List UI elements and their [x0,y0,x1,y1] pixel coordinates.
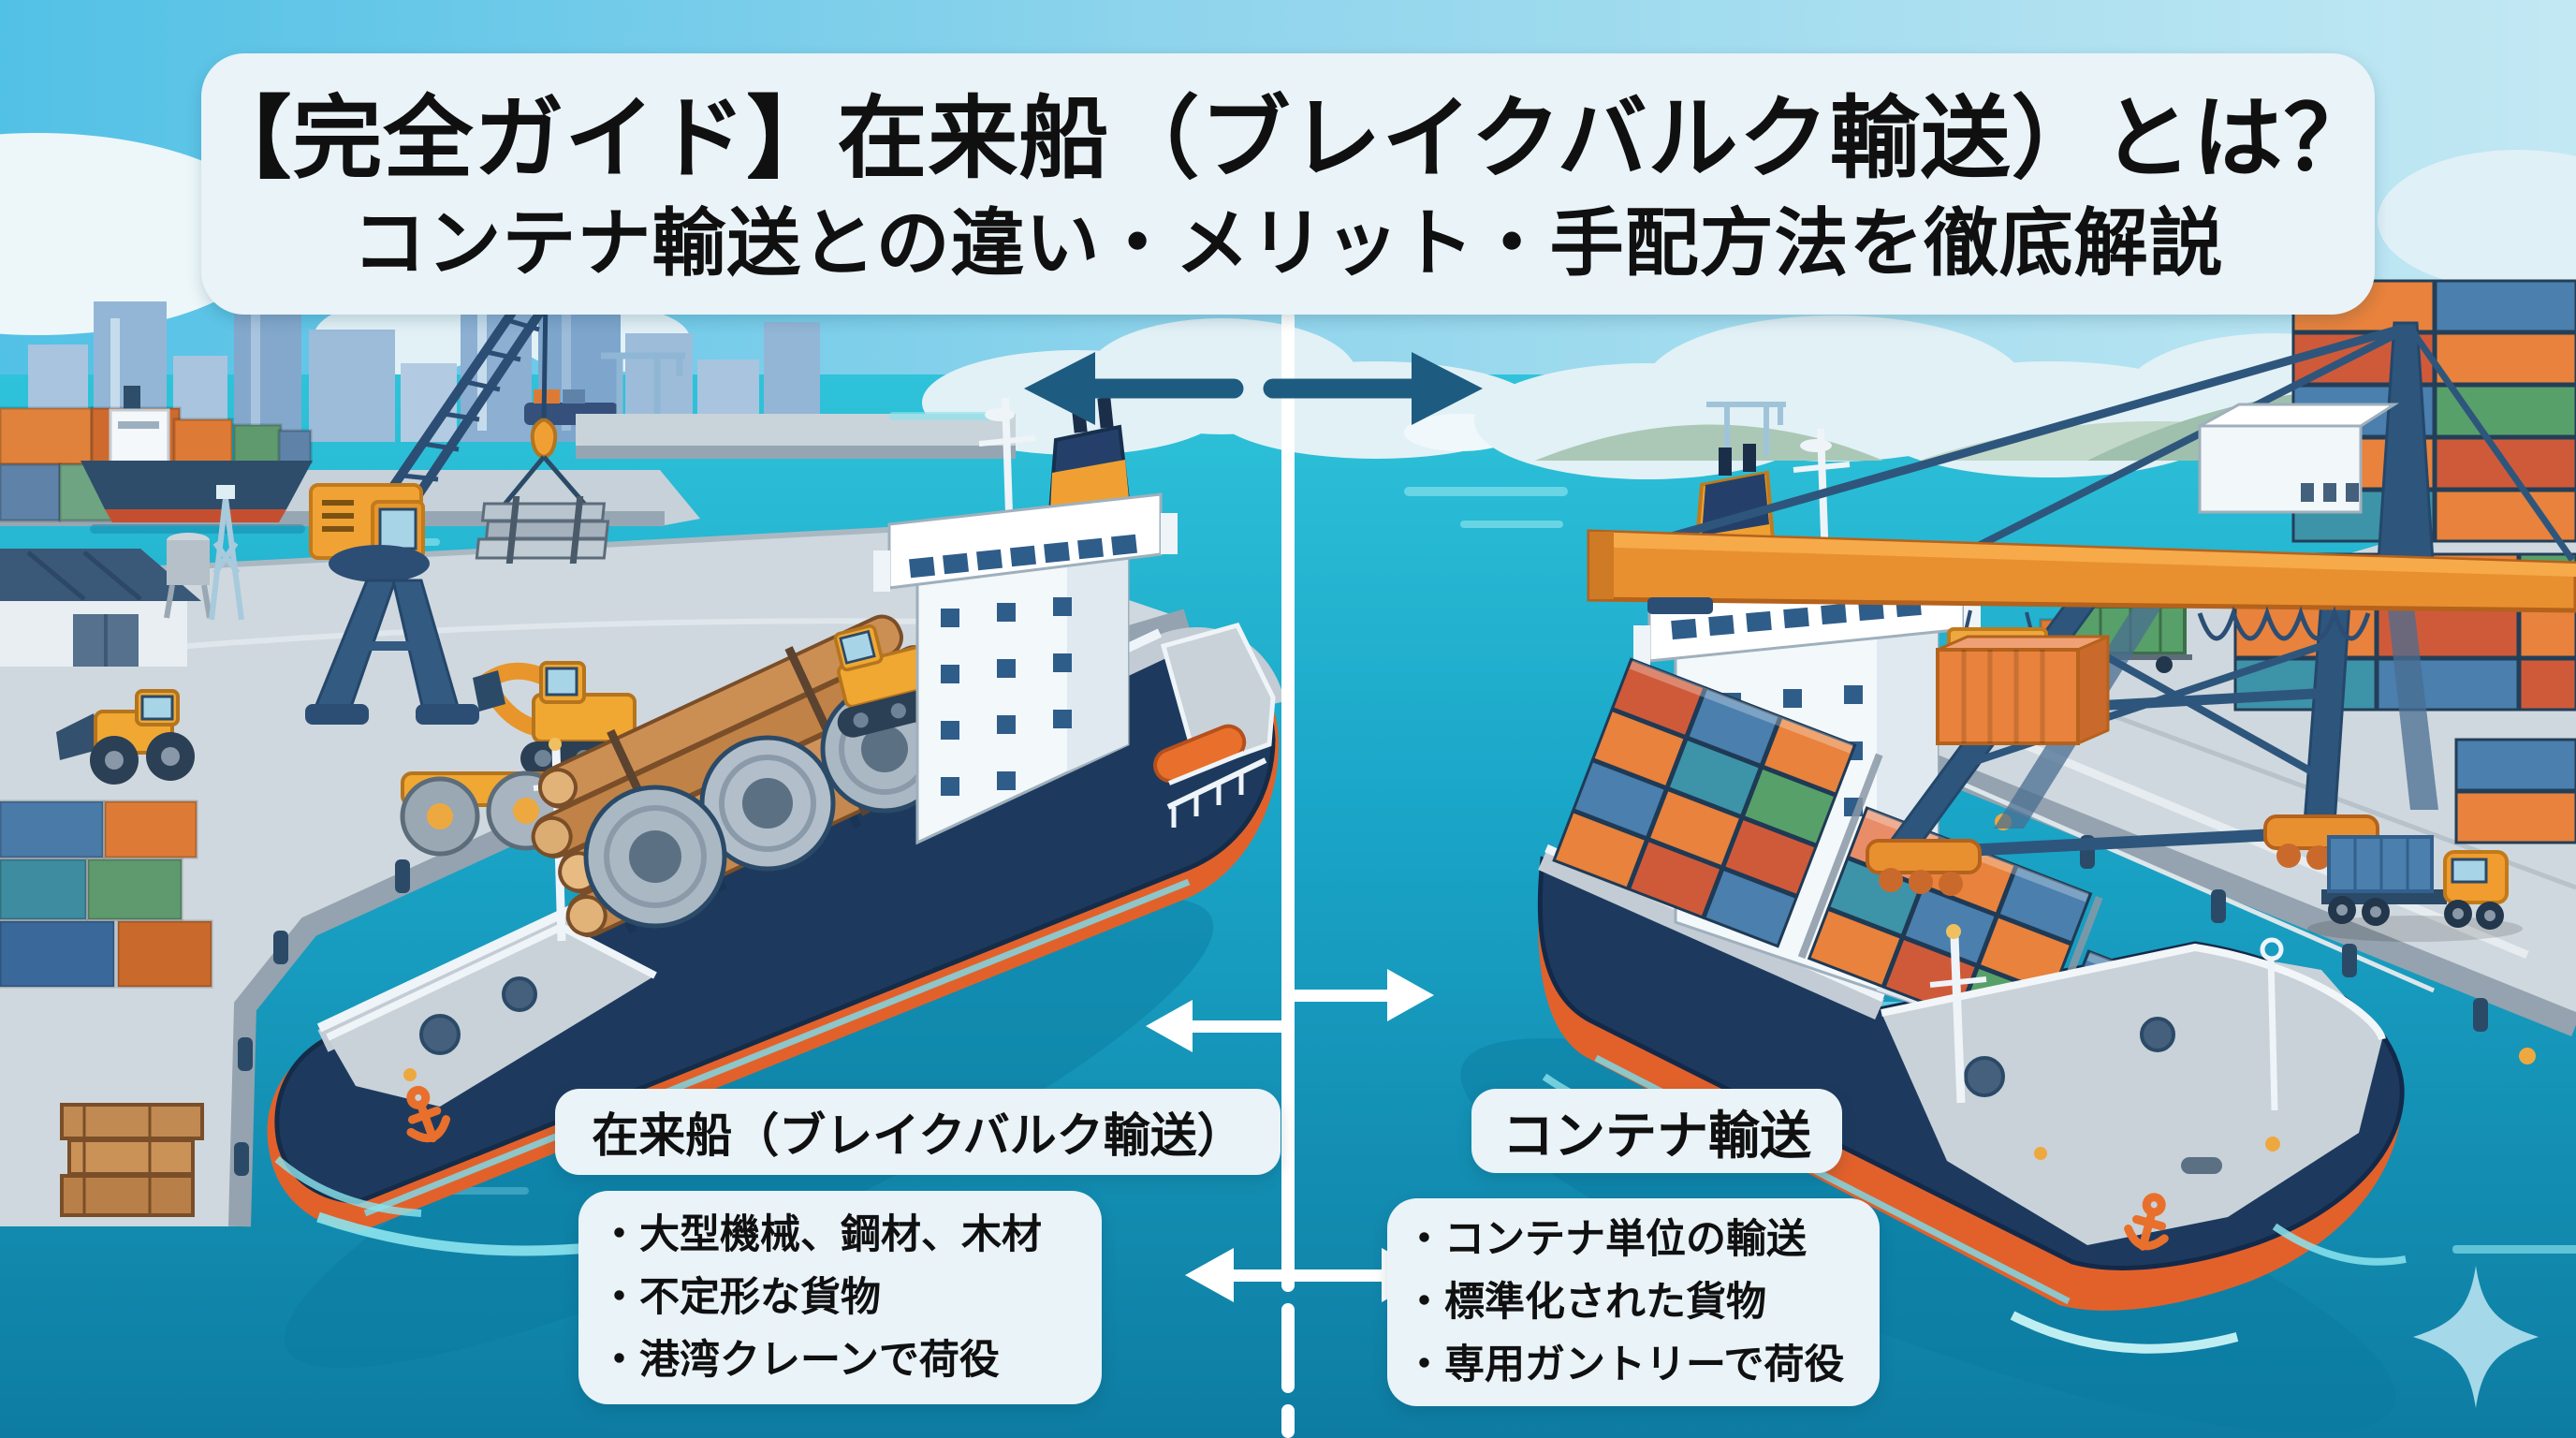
compare-arrows [1024,352,1483,425]
breakbulk-ship [267,397,1285,1368]
breakbulk-label: 在来船（ブレイクバルク輸送） [555,1089,1281,1175]
dock-container-stack [0,800,213,989]
bullet-item: ・不定形な貨物 [599,1274,881,1320]
bullet-item: ・コンテナ単位の輸送 [1404,1216,1807,1262]
lattice-tower [209,485,244,621]
left-arrow-icon [1024,352,1244,425]
bullet-item: ・標準化された貨物 [1404,1279,1766,1325]
container-bullets: ・コンテナ単位の輸送 ・標準化された貨物 ・専用ガントリーで荷役 [1387,1198,1880,1406]
warehouse [0,549,201,667]
background-ship [80,386,313,534]
crane-machinery-house [2198,403,2400,514]
distant-crane-right [1706,402,1786,456]
wheel-loader [56,689,195,785]
breakbulk-bullets: ・大型機械、鋼材、木材 ・不定形な貨物 ・港湾クレーンで荷役 [578,1191,1102,1404]
white-left-arrow-icon [1146,1000,1288,1052]
water-tower [164,533,212,619]
title-line2: コンテナ輸送との違い・メリット・手配方法を徹底解説 [352,200,2224,285]
anchor-icon [406,1085,451,1143]
container-label-text: コンテナ輸送 [1501,1107,1811,1165]
lifeboat [1153,724,1247,785]
right-arrow-icon [1263,352,1483,425]
harbor-crane [305,267,610,725]
ship-superstructure [873,397,1267,845]
steel-beam-bundle [475,496,610,564]
bullet-item: ・専用ガントリーで荷役 [1404,1342,1845,1387]
sparkle-icon [2413,1266,2539,1408]
container-ship [1460,428,2407,1434]
bow-deck [1881,924,2386,1245]
white-right-arrow-icon [1288,969,1434,1021]
bullet-item: ・港湾クレーンで荷役 [599,1337,1000,1383]
hanging-container [1936,609,2110,746]
container-truck [2307,835,2523,942]
timber-stack [60,1103,204,1217]
gantry-crane [1587,321,2576,896]
dock-excavator [473,661,651,775]
breakbulk-label-text: 在来船（ブレイクバルク輸送） [592,1109,1244,1162]
title-banner: 【完全ガイド】在来船（ブレイクバルク輸送）とは？ コンテナ輸送との違い・メリット… [201,53,2375,315]
container-label: コンテナ輸送 [1471,1089,1842,1173]
center-divider [1281,311,1295,1438]
title-line1: 【完全ガイド】在来船（ブレイクバルク輸送）とは？ [201,88,2375,189]
anchor-icon [2124,1193,2169,1251]
bullet-item: ・大型機械、鋼材、木材 [599,1211,1042,1257]
